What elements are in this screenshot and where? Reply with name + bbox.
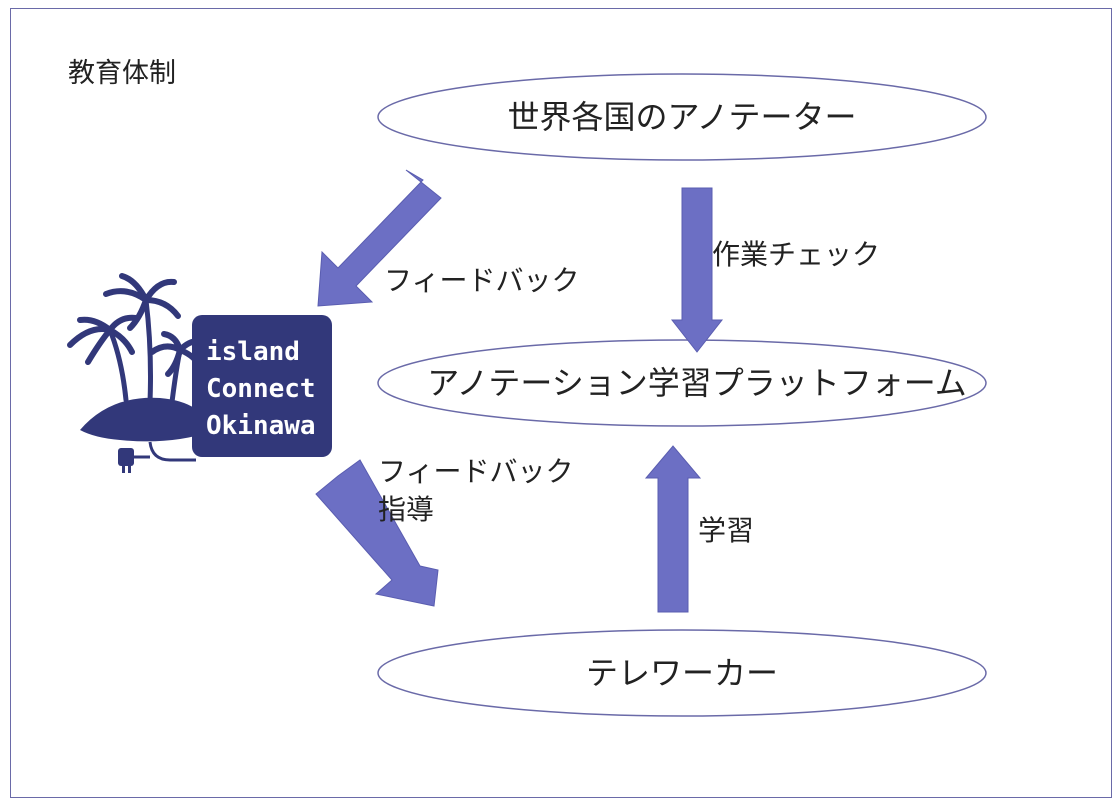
plug-icon <box>118 448 150 473</box>
island-icon <box>80 397 210 442</box>
label-feedback-guidance-1: フィードバック <box>378 455 573 488</box>
platform-ellipse <box>377 339 987 427</box>
diagram-title: 教育体制 <box>68 58 176 89</box>
node-annotators: 世界各国のアノテーター <box>377 73 987 161</box>
logo-line-3: Okinawa <box>206 411 316 441</box>
teleworkers-label: テレワーカー <box>586 654 778 692</box>
annotators-label: 世界各国のアノテーター <box>507 98 856 136</box>
cable-line <box>148 441 196 462</box>
logo-island-connect-okinawa: island Connect Okinawa <box>67 273 332 473</box>
palm-fronds-left <box>67 314 139 365</box>
palm-tree-icon <box>107 297 183 405</box>
arrow-work-check <box>670 187 724 353</box>
label-feedback-to-org: フィードバック <box>384 264 579 297</box>
platform-label: アノテーション学習プラットフォーム <box>427 364 967 402</box>
arrow-feedback-guidance <box>315 459 439 607</box>
label-work-check: 作業チェック <box>712 238 880 271</box>
node-platform: アノテーション学習プラットフォーム <box>377 339 987 427</box>
label-feedback-guidance-2: 指導 <box>378 493 434 526</box>
arrow-learning <box>644 445 702 613</box>
logo-line-1: island <box>206 337 300 367</box>
logo-card <box>192 315 332 457</box>
annotators-ellipse <box>377 73 987 161</box>
logo-line-2: Connect <box>206 374 316 404</box>
label-learning: 学習 <box>698 514 754 547</box>
palm-fronds-center <box>103 273 181 331</box>
arrow-feedback-to-org <box>317 169 442 307</box>
teleworkers-ellipse <box>377 629 987 717</box>
node-teleworkers: テレワーカー <box>377 629 987 717</box>
